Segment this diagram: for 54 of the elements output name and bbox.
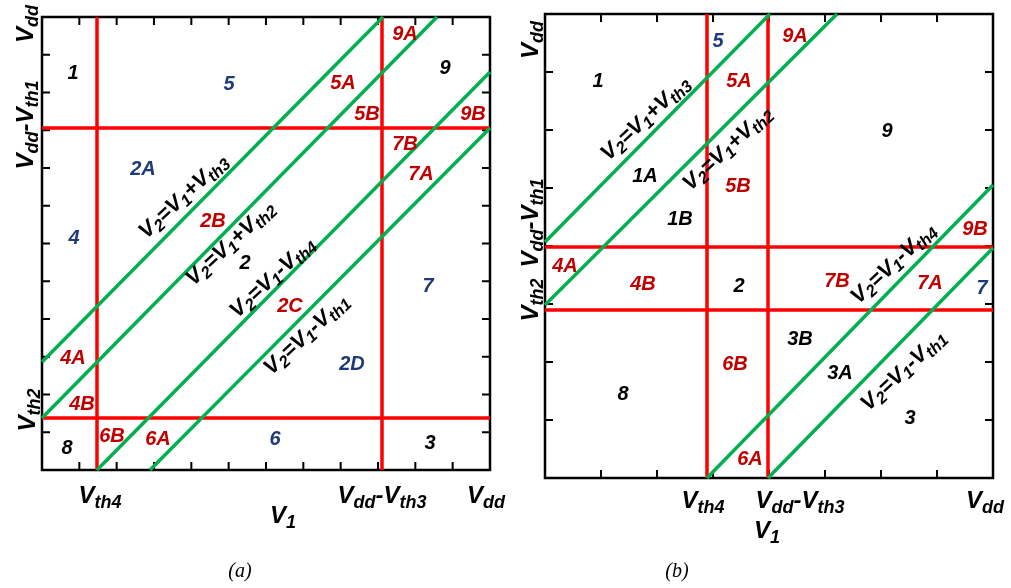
region-label: 9 bbox=[881, 120, 893, 140]
panel-label: (b) bbox=[665, 560, 689, 580]
axis-label: V$_{dd}$-V$_{th3}$ bbox=[337, 483, 427, 507]
region-label: 5A bbox=[726, 70, 752, 90]
region-label: 5B bbox=[725, 175, 751, 195]
region-label: 7 bbox=[976, 277, 988, 297]
region-label: 9B bbox=[460, 103, 486, 123]
region-label: 2 bbox=[733, 275, 745, 295]
region-label: 5A bbox=[330, 72, 356, 92]
region-label: 9 bbox=[439, 57, 451, 77]
region-label: 7B bbox=[392, 133, 418, 153]
region-label: 6 bbox=[269, 428, 281, 448]
region-label: 7B bbox=[824, 270, 850, 290]
region-label: 5 bbox=[712, 30, 724, 50]
region-label: 4A bbox=[60, 347, 86, 367]
region-label: 3A bbox=[827, 362, 853, 382]
axis-label: V$_{1}$ bbox=[754, 518, 780, 542]
axis-label: V$_{dd}$ bbox=[966, 488, 1004, 512]
region-label: 1A bbox=[632, 165, 658, 185]
axis-label: V$_{1}$ bbox=[270, 503, 296, 527]
region-label: 1 bbox=[592, 70, 604, 90]
region-label: 3 bbox=[424, 432, 436, 452]
region-label: 9A bbox=[392, 23, 418, 43]
region-label: 4B bbox=[630, 273, 656, 293]
region-label: 9A bbox=[782, 25, 808, 45]
region-label: 6B bbox=[722, 353, 748, 373]
region-label: 8 bbox=[617, 383, 629, 403]
region-label: 5B bbox=[354, 103, 380, 123]
region-label: 2A bbox=[130, 158, 156, 178]
axis-label: V$_{th4}$ bbox=[681, 488, 725, 512]
region-label: 1B bbox=[667, 208, 693, 228]
region-label: 3B bbox=[787, 328, 813, 348]
axis-label: V$_{dd}$ bbox=[467, 483, 505, 507]
region-label: 8 bbox=[61, 437, 73, 457]
region-label: 7A bbox=[917, 272, 943, 292]
region-label: 9B bbox=[962, 218, 988, 238]
region-label: 1 bbox=[67, 62, 79, 82]
region-label: 4 bbox=[68, 227, 80, 247]
region-label: 7A bbox=[408, 163, 434, 183]
region-label: 4B bbox=[69, 393, 95, 413]
region-label: 6B bbox=[99, 425, 125, 445]
region-label: 3 bbox=[904, 407, 916, 427]
region-label: 7 bbox=[422, 275, 434, 295]
region-label: 6A bbox=[737, 448, 763, 468]
region-label: 4A bbox=[552, 255, 578, 275]
region-label: 2D bbox=[339, 353, 365, 373]
axis-label: V$_{th4}$ bbox=[78, 483, 122, 507]
region-label: 2B bbox=[200, 210, 226, 230]
region-label: 2 bbox=[239, 252, 251, 272]
region-label: 2C bbox=[277, 295, 303, 315]
region-label: 5 bbox=[223, 73, 235, 93]
axis-label: V$_{dd}$-V$_{th3}$ bbox=[755, 488, 845, 512]
region-label: 6A bbox=[145, 428, 171, 448]
panel-label: (a) bbox=[228, 560, 252, 580]
